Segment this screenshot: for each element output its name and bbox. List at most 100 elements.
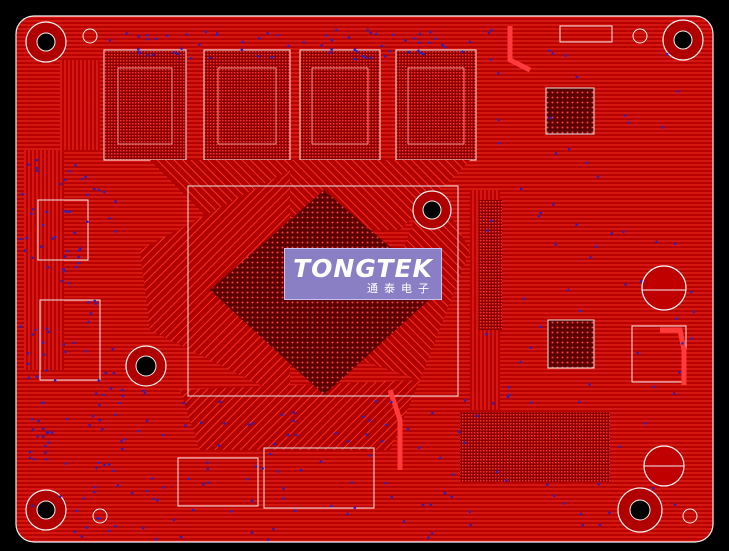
via	[41, 223, 45, 227]
via	[27, 376, 31, 380]
via	[217, 444, 221, 447]
via	[428, 41, 431, 44]
via	[67, 282, 71, 285]
via	[36, 169, 39, 173]
via	[35, 375, 39, 379]
via	[172, 518, 176, 522]
via	[187, 477, 191, 481]
via	[457, 430, 461, 434]
logo-subtitle-text: 通泰电子	[367, 282, 435, 295]
mounting-hole-bottom-left	[25, 489, 67, 531]
via	[610, 232, 614, 235]
via	[30, 256, 34, 260]
via	[44, 444, 47, 448]
via	[123, 438, 126, 441]
via	[519, 360, 522, 364]
via	[468, 40, 472, 44]
via	[299, 468, 303, 472]
via	[692, 310, 696, 314]
via	[107, 463, 111, 466]
via	[86, 301, 90, 304]
via	[62, 343, 66, 346]
via	[375, 32, 378, 36]
via	[391, 33, 395, 37]
via	[282, 497, 285, 500]
via	[40, 245, 43, 248]
via	[73, 530, 77, 534]
via	[413, 37, 416, 40]
via	[505, 479, 508, 482]
via	[97, 461, 101, 465]
via	[44, 451, 47, 454]
via	[608, 511, 611, 514]
via	[623, 114, 627, 117]
capacitor-top-right	[641, 265, 687, 311]
via	[665, 52, 669, 56]
via	[375, 399, 378, 403]
via	[463, 441, 467, 444]
controller-chip-top-right	[545, 87, 595, 135]
via	[31, 428, 35, 431]
via	[31, 333, 34, 336]
via	[240, 48, 244, 51]
via	[419, 51, 422, 55]
via	[627, 121, 631, 124]
via	[118, 401, 121, 405]
via	[579, 512, 583, 516]
via	[65, 417, 69, 421]
via	[368, 419, 372, 422]
via	[63, 255, 67, 258]
via	[539, 211, 542, 215]
via	[347, 36, 351, 39]
via	[53, 235, 57, 239]
via	[417, 49, 420, 53]
via	[292, 411, 296, 415]
via	[380, 44, 384, 48]
via	[202, 483, 205, 486]
via	[41, 427, 45, 431]
via	[19, 237, 23, 241]
via	[422, 52, 425, 56]
via	[73, 231, 76, 234]
via	[77, 255, 80, 259]
via	[438, 456, 442, 460]
via	[82, 497, 85, 500]
via	[36, 435, 39, 438]
via	[522, 297, 526, 300]
via	[539, 325, 543, 329]
via	[353, 57, 357, 61]
via	[26, 163, 30, 166]
via	[93, 490, 96, 494]
memory-chip-1-core	[117, 67, 173, 145]
component-block-bottom-right	[460, 412, 610, 482]
via	[112, 372, 116, 375]
via	[112, 469, 115, 473]
fiducial-bottom-left	[92, 508, 108, 524]
cpu-bga-outline	[187, 185, 459, 397]
via	[497, 141, 501, 145]
via	[270, 56, 274, 59]
via	[50, 431, 54, 435]
via	[551, 52, 554, 55]
mounting-hole-bottom-right	[617, 487, 663, 533]
via	[353, 506, 357, 510]
via	[490, 28, 493, 32]
via	[199, 421, 203, 424]
via	[165, 34, 169, 37]
fiducial-bottom-right	[682, 508, 698, 524]
via	[578, 400, 581, 404]
via	[506, 395, 510, 399]
via	[121, 447, 124, 451]
via	[68, 210, 72, 213]
via	[137, 47, 140, 51]
via	[44, 458, 48, 461]
via	[185, 33, 188, 36]
via	[330, 38, 334, 42]
via	[111, 348, 114, 351]
via	[246, 477, 250, 481]
via	[581, 524, 584, 527]
component-block-bottom-left	[177, 457, 259, 507]
via	[689, 290, 693, 294]
component-block-left-lower	[39, 299, 101, 381]
via	[651, 486, 655, 490]
